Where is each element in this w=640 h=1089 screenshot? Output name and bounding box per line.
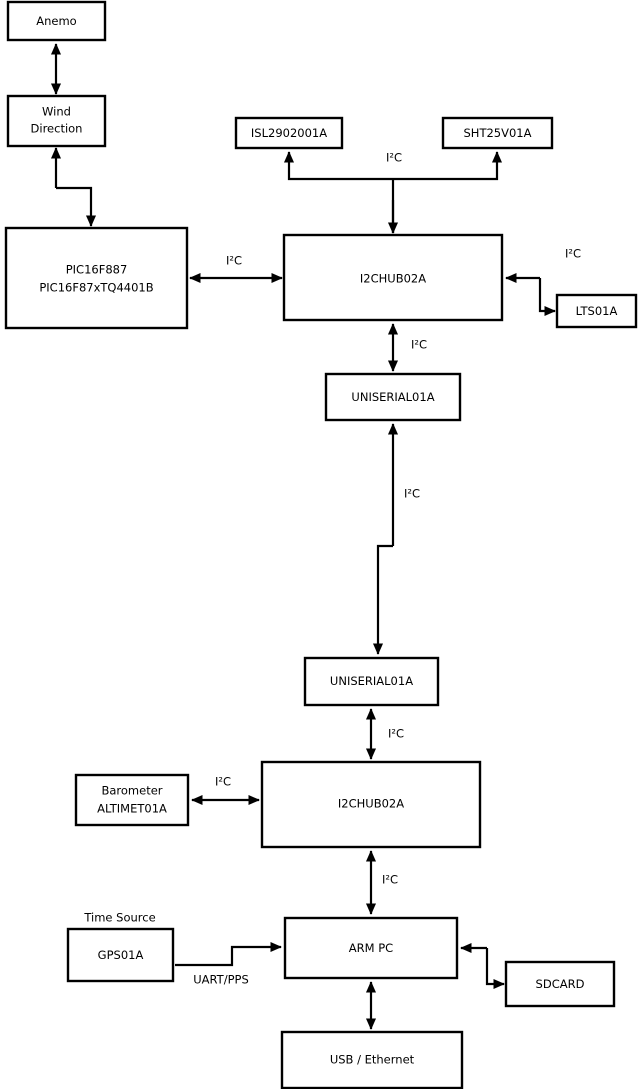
node-sdcard-box[interactable] [504,960,616,1008]
node-wind-direction-box[interactable] [6,94,107,148]
node-uniserial01a-bottom-label: UNISERIAL01A [330,674,413,688]
node-sht25v01a-label: SHT25V01A [464,126,532,140]
edge-label-pic-hub: I²C [226,254,242,268]
edge-label-barometer-hubbot: I²C [215,775,231,789]
edge-label-gps-armpc: UART/PPS [193,973,249,987]
node-uniserial01a-top[interactable]: UNISERIAL01A [324,372,462,422]
edge-gps-arm-pc: UART/PPS [175,941,282,987]
node-uniserial01a-bottom-box[interactable] [303,656,440,707]
time-source-label: Time Source [83,911,155,925]
node-i2chub02a-bottom-box[interactable] [260,760,482,849]
node-wind-direction-label-line1: Wind [42,105,71,119]
node-i2chub02a-bottom-label: I2CHUB02A [338,797,404,811]
node-arm-pc-box[interactable] [283,916,459,980]
edge-arm-pc-sdcard [460,942,505,990]
edge-pic-i2chub-top: I²C [189,254,283,284]
node-gps01a-label: GPS01A [98,948,144,962]
node-i2chub02a-top-box[interactable] [282,233,504,322]
edge-label-hub-sensors: I²C [386,151,402,165]
edge-i2chub-top-sensors: I²C [283,151,503,234]
node-isl2902001a-box[interactable] [234,116,344,150]
node-arm-pc-label: ARM PC [349,941,393,955]
edge-label-hub-uniserial: I²C [411,338,427,352]
node-uniserial01a-top-box[interactable] [324,372,462,422]
edge-label-uniserial-uniserial: I²C [404,487,420,501]
node-anemo-box[interactable] [6,0,107,42]
node-pic-mcu-label-line1: PIC16F887 [66,263,128,277]
node-pic-mcu-label-line2: PIC16F87xTQ4401B [39,281,153,295]
edge-i2chub-top-lts: I²C [505,247,581,317]
node-pic-mcu[interactable]: PIC16F887 PIC16F87xTQ4401B [4,226,189,330]
node-lts01a[interactable]: LTS01A [555,293,638,329]
edge-uniserial-bottom-i2chub-bottom: I²C [365,708,404,760]
node-wind-direction[interactable]: Wind Direction [6,94,107,148]
edge-barometer-i2chub-bottom: I²C [191,775,260,806]
node-uniserial01a-bottom[interactable]: UNISERIAL01A [303,656,440,707]
edge-label-hubbot-armpc: I²C [382,873,398,887]
node-gps01a-box[interactable] [66,927,175,983]
node-uniserial01a-top-label: UNISERIAL01A [351,390,434,404]
node-anemo[interactable]: Anemo [6,0,107,42]
edge-label-hub-lts: I²C [565,247,581,261]
edge-i2chub-bottom-arm-pc: I²C [365,850,398,915]
node-sdcard[interactable]: SDCARD [504,960,616,1008]
node-usb-ethernet-box[interactable] [280,1030,464,1089]
node-anemo-label: Anemo [36,14,76,28]
node-i2chub02a-top[interactable]: I2CHUB02A [282,233,504,322]
node-lts01a-box[interactable] [555,293,638,329]
node-pic-mcu-box[interactable] [4,226,189,330]
node-usb-ethernet[interactable]: USB / Ethernet [280,1030,464,1089]
node-barometer-label-line1: Barometer [101,784,162,798]
node-arm-pc[interactable]: ARM PC [283,916,459,980]
node-wind-direction-label-line2: Direction [31,122,83,136]
node-sht25v01a-box[interactable] [441,116,554,150]
node-barometer[interactable]: Barometer ALTIMET01A [74,773,190,827]
node-isl2902001a-label: ISL2902001A [251,126,327,140]
edge-uniserial-top-uniserial-bottom: I²C [372,423,420,655]
node-barometer-box[interactable] [74,773,190,827]
node-barometer-label-line2: ALTIMET01A [97,802,167,816]
node-sdcard-label: SDCARD [536,977,585,991]
edge-label-uniserial-hubbot: I²C [388,727,404,741]
node-isl2902001a[interactable]: ISL2902001A [234,116,344,150]
node-gps01a[interactable]: GPS01A [66,927,175,983]
node-i2chub02a-top-label: I2CHUB02A [360,272,426,286]
node-i2chub02a-bottom[interactable]: I2CHUB02A [260,760,482,849]
edge-wind-direction-pic [50,147,97,227]
node-lts01a-label: LTS01A [576,304,618,318]
node-sht25v01a[interactable]: SHT25V01A [441,116,554,150]
node-usb-ethernet-label: USB / Ethernet [330,1053,415,1067]
edge-i2chub-top-uniserial-top: I²C [387,323,427,372]
